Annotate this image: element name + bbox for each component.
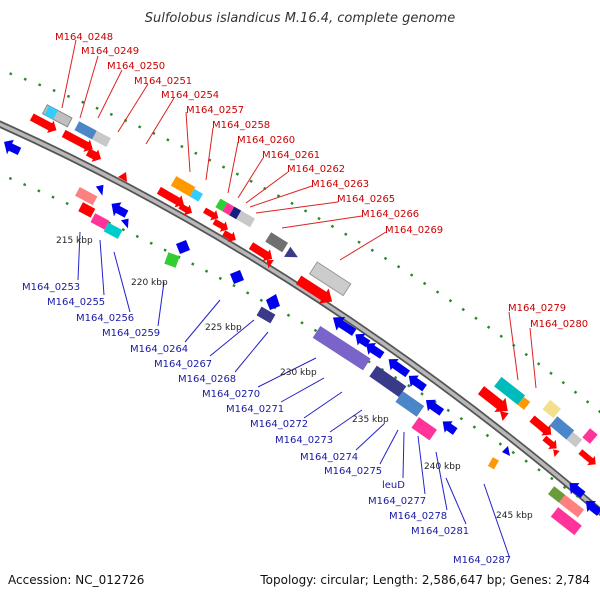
gene-label: M164_0260 bbox=[237, 135, 295, 146]
gene-label: M164_0257 bbox=[186, 105, 244, 116]
gene-label: M164_0270 bbox=[202, 389, 260, 400]
topology-text: Topology: circular; Length: 2,586,647 bp… bbox=[260, 573, 590, 587]
gene-label: M164_0259 bbox=[102, 328, 160, 339]
gene-label: M164_0251 bbox=[134, 76, 192, 87]
gene-label: M164_0275 bbox=[324, 466, 382, 477]
gene-label: leuD bbox=[382, 480, 405, 491]
accession-text: Accession: NC_012726 bbox=[8, 573, 145, 587]
reverse-gene-labels: M164_0253 M164_0255 M164_0256 M164_0259 … bbox=[22, 282, 511, 566]
gene-label: M164_0250 bbox=[107, 61, 165, 72]
leader-lines bbox=[61, 39, 537, 557]
forward-features bbox=[29, 104, 598, 466]
gene-label: M164_0249 bbox=[81, 46, 139, 57]
tick-label: 245 kbp bbox=[496, 511, 533, 521]
genome-backbone bbox=[0, 120, 600, 517]
tick-labels: 215 kbp 220 kbp 225 kbp 230 kbp 235 kbp … bbox=[56, 236, 533, 521]
tick-label: 225 kbp bbox=[205, 323, 242, 333]
tick-label: 215 kbp bbox=[56, 236, 93, 246]
gene-label: M164_0267 bbox=[154, 359, 212, 370]
gene-label: M164_0277 bbox=[368, 496, 426, 507]
gene-label: M164_0271 bbox=[226, 404, 284, 415]
gene-label: M164_0273 bbox=[275, 435, 333, 446]
gene-label: M164_0253 bbox=[22, 282, 80, 293]
tick-label: 230 kbp bbox=[280, 368, 317, 378]
gene-label: M164_0262 bbox=[287, 164, 345, 175]
gene-label: M164_0280 bbox=[530, 319, 588, 330]
gene-label: M164_0266 bbox=[361, 209, 419, 220]
gene-label: M164_0269 bbox=[385, 225, 443, 236]
gene-label: M164_0263 bbox=[311, 179, 369, 190]
map-title: Sulfolobus islandicus M.16.4, complete g… bbox=[145, 11, 455, 26]
tick-label: 220 kbp bbox=[131, 278, 168, 288]
gene-label: M164_0254 bbox=[161, 90, 219, 101]
gene-label: M164_0268 bbox=[178, 374, 236, 385]
tick-label: 235 kbp bbox=[352, 415, 389, 425]
gene-label: M164_0281 bbox=[411, 526, 469, 537]
gene-label: M164_0258 bbox=[212, 120, 270, 131]
gene-label: M164_0261 bbox=[262, 150, 320, 161]
gene-label: M164_0287 bbox=[453, 555, 511, 566]
gene-label: M164_0265 bbox=[337, 194, 395, 205]
gene-label: M164_0256 bbox=[76, 313, 134, 324]
gene-label: M164_0248 bbox=[55, 32, 113, 43]
gene-label: M164_0274 bbox=[300, 452, 358, 463]
tick-label: 240 kbp bbox=[424, 462, 461, 472]
gene-label: M164_0272 bbox=[250, 419, 308, 430]
forward-gene-labels: M164_0248 M164_0249 M164_0250 M164_0251 … bbox=[55, 32, 588, 330]
gene-label: M164_0279 bbox=[508, 303, 566, 314]
gene-label: M164_0264 bbox=[130, 344, 188, 355]
reverse-features bbox=[4, 139, 600, 536]
gene-label: M164_0255 bbox=[47, 297, 105, 308]
gene-label: M164_0278 bbox=[389, 511, 447, 522]
